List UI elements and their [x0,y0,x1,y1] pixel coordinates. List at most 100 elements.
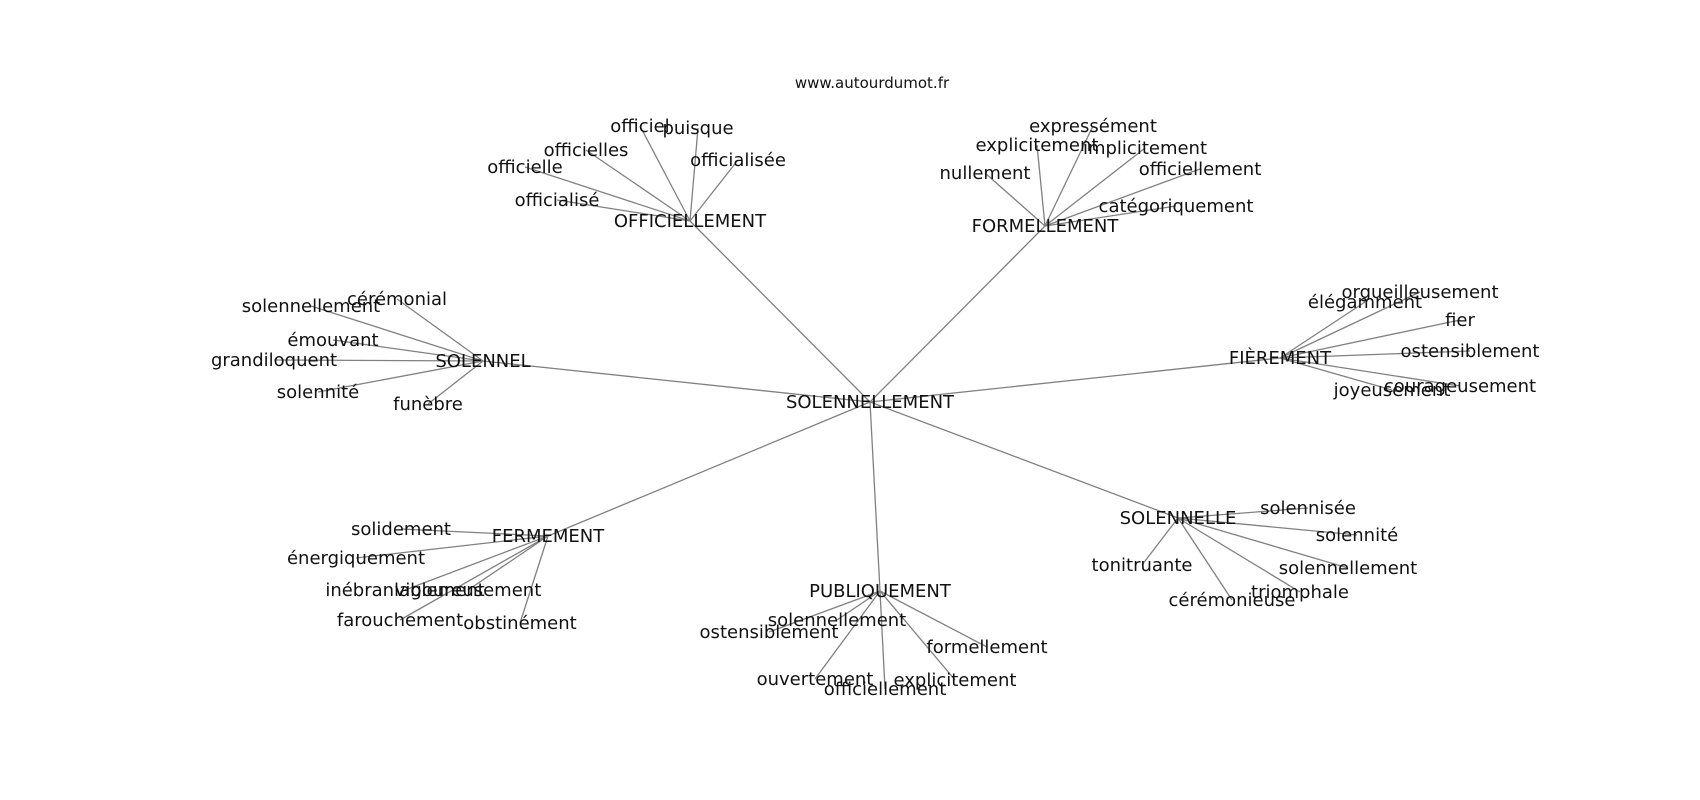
leaf-word: explicitement [976,135,1099,156]
hub-leaf-edge [689,127,699,222]
leaf-word: élégamment [1308,292,1422,313]
hub-leaf-edge [814,590,881,680]
hub-leaf-edge [1279,350,1471,359]
leaf-word: officiellement [1139,159,1262,180]
hub-leaf-edge [1279,319,1461,359]
leaf-word: solennellement [242,296,381,317]
leaf-word: obstinément [463,613,576,634]
leaf-word: triomphale [1251,582,1349,603]
leaf-word: tonitruante [1092,555,1193,576]
leaf-word: officielle [487,157,562,178]
hub-leaf-edge [556,199,691,222]
leaf-word: solidement [351,519,451,540]
hub-leaf-edge [1177,517,1358,536]
hub-leaf-edge [1036,144,1046,227]
hub-word: FIÈREMENT [1229,347,1332,369]
leaf-word: puisque [662,118,733,139]
leaf-word: inébranlablement [325,580,484,601]
hub-leaf-edge [355,535,549,559]
leaf-word: solennellement [1279,558,1418,579]
leaf-word: solennisée [1260,498,1356,519]
leaf-word: émouvant [287,330,378,351]
leaf-word: officialisé [515,190,600,211]
hub-leaf-edge [427,360,484,405]
leaf-word: expressément [1029,116,1157,137]
leaf-word: grandiloquent [211,350,337,371]
leaf-word: solennité [277,382,359,403]
hub-leaf-edge [396,298,484,362]
hub-leaf-edge [1279,301,1366,359]
hub-word: SOLENNELLE [1120,508,1237,529]
hub-leaf-edge [310,305,484,362]
hub-leaf-edge [1044,147,1146,227]
hub-leaf-edge [879,590,956,681]
hub-leaf-edge [585,149,691,222]
hub-leaf-edge [1177,507,1309,519]
center-word: SOLENNELLEMENT [786,392,955,413]
hub-leaf-edge [404,535,549,591]
hub-leaf-edge [399,535,549,621]
hub-leaf-edge [689,159,739,222]
center-hub-edge [547,401,871,537]
leaf-word: catégoriquement [1099,196,1254,217]
leaf-word: explicitement [894,670,1017,691]
hub-word: FERMEMENT [492,526,606,547]
hub-leaf-edge [879,590,886,690]
center-hub-edge [482,360,871,403]
leaf-word: cérémonieuse [1169,590,1296,611]
leaf-word: officiel [610,116,669,137]
leaf-word: farouchement [337,610,463,631]
hub-leaf-edge [1279,357,1393,391]
hub-leaf-edge [519,535,549,624]
center-hub-edge [869,401,881,592]
hub-leaf-edge [1177,517,1349,569]
hub-word: FORMELLEMENT [972,216,1120,237]
leaf-word: implicitement [1083,138,1207,159]
hub-leaf-edge [1141,517,1179,566]
center-hub-edge [689,220,871,403]
leaf-word: ostensiblement [700,622,839,643]
leaf-word: solennellement [768,610,907,631]
leaf-word: vigoureusement [395,580,542,601]
leaf-word: courageusement [1384,376,1536,397]
hub-leaf-edge [273,359,484,362]
center-hub-edge [869,225,1046,403]
hub-leaf-edge [1044,168,1201,227]
hub-word: SOLENNEL [435,351,530,372]
graph-labels: OFFICIELLEMENTofficielpuisqueofficielles… [211,116,1539,700]
hub-leaf-edge [1177,517,1301,593]
hub-leaf-edge [467,535,549,591]
hub-leaf-edge [1177,517,1233,601]
hub-leaf-edge [332,339,484,362]
hub-word: PUBLIQUEMENT [809,581,952,602]
hub-leaf-edge [984,172,1046,227]
hub-leaf-edge [317,360,484,393]
hub-leaf-edge [1279,291,1421,359]
leaf-word: énergiquement [287,548,425,569]
leaf-word: officiellement [824,679,947,700]
hub-leaf-edge [400,528,549,537]
hub-leaf-edge [524,166,691,222]
leaf-word: orgueilleusement [1341,282,1498,303]
hub-leaf-edge [768,590,881,633]
leaf-word: formellement [926,637,1047,658]
hub-leaf-edge [1044,205,1177,227]
hub-leaf-edge [1044,125,1094,227]
hub-leaf-edge [639,125,691,222]
leaf-word: fier [1445,310,1475,331]
hub-leaf-edge [836,590,881,621]
leaf-word: funèbre [393,394,463,415]
leaf-word: solennité [1316,525,1398,546]
hub-leaf-edge [879,590,988,648]
leaf-word: officialisée [690,150,786,171]
leaf-word: nullement [940,163,1031,184]
leaf-word: ostensiblement [1401,341,1540,362]
center-hub-edge [869,357,1281,403]
center-hub-edge [869,401,1179,519]
hub-leaf-edge [1279,357,1461,387]
graph-edges [273,125,1471,690]
source-caption: www.autourdumot.fr [795,74,950,92]
leaf-word: officielles [544,140,629,161]
leaf-word: ouvertement [757,669,874,690]
